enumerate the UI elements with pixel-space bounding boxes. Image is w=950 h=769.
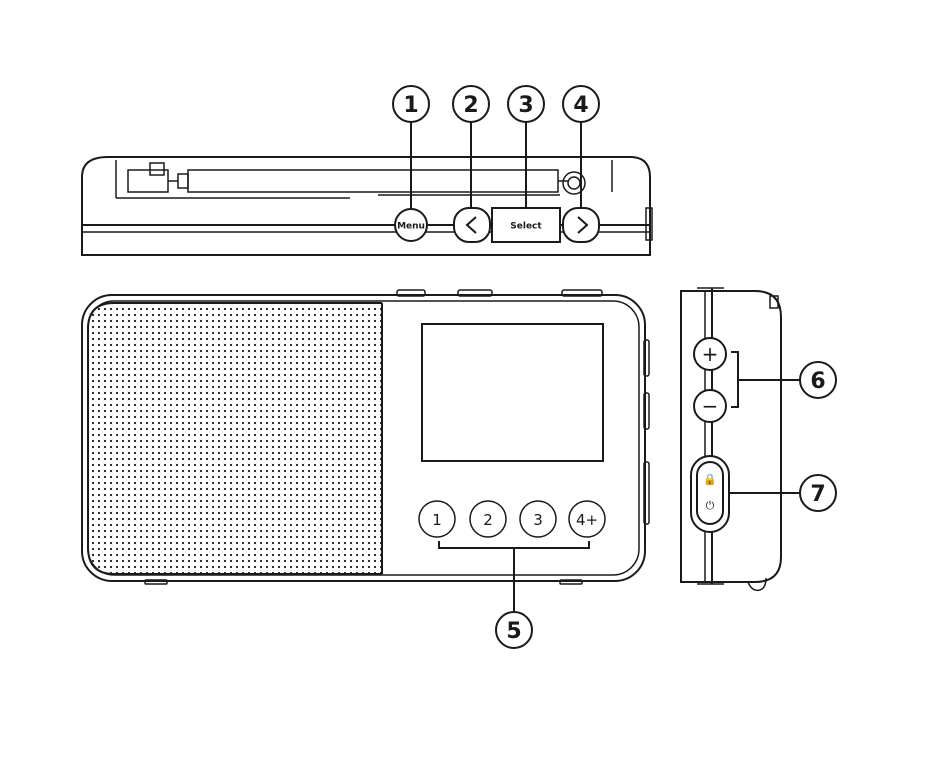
antenna bbox=[128, 163, 585, 194]
menu-button-label: Menu bbox=[397, 222, 425, 232]
next-button[interactable] bbox=[563, 208, 599, 242]
callout-6-number: 6 bbox=[810, 369, 825, 394]
speaker-grille bbox=[88, 303, 382, 574]
preset-button-4[interactable]: 4+ bbox=[569, 501, 605, 537]
menu-button[interactable]: Menu bbox=[395, 209, 427, 241]
lock-icon: 🔒 bbox=[703, 473, 717, 486]
callout-3: 3 bbox=[508, 86, 544, 122]
volume-up-button[interactable]: + bbox=[694, 338, 726, 370]
previous-button[interactable] bbox=[454, 208, 490, 242]
callout-1-number: 1 bbox=[403, 93, 418, 118]
callout-6: 6 bbox=[800, 362, 836, 398]
callout-4-number: 4 bbox=[573, 93, 588, 118]
volume-up-symbol: + bbox=[702, 342, 719, 366]
preset-button-3[interactable]: 3 bbox=[520, 501, 556, 537]
volume-down-symbol: − bbox=[702, 394, 719, 418]
preset-button-2[interactable]: 2 bbox=[470, 501, 506, 537]
side-view: + − 🔒 ⏻ bbox=[681, 288, 781, 590]
callout-5-number: 5 bbox=[506, 619, 521, 644]
volume-down-button[interactable]: − bbox=[694, 390, 726, 422]
preset-label-2: 2 bbox=[483, 511, 493, 529]
display-screen bbox=[422, 324, 603, 461]
front-view: 1 2 3 4+ bbox=[82, 290, 649, 584]
callout-4: 4 bbox=[563, 86, 599, 122]
power-icon: ⏻ bbox=[706, 499, 715, 512]
select-button-label: Select bbox=[510, 222, 542, 232]
select-button[interactable]: Select bbox=[492, 208, 560, 242]
preset-label-3: 3 bbox=[533, 511, 543, 529]
callout-1: 1 bbox=[393, 86, 429, 122]
preset-label-4: 4+ bbox=[576, 511, 598, 529]
top-view: Menu Select bbox=[82, 157, 652, 255]
preset-button-1[interactable]: 1 bbox=[419, 501, 455, 537]
callout-3-number: 3 bbox=[518, 93, 533, 118]
callout-5: 5 bbox=[496, 612, 532, 648]
callout-7-number: 7 bbox=[810, 482, 825, 507]
callout-2: 2 bbox=[453, 86, 489, 122]
preset-label-1: 1 bbox=[432, 511, 442, 529]
callout-2-number: 2 bbox=[463, 93, 478, 118]
power-lock-switch[interactable]: 🔒 ⏻ bbox=[691, 456, 729, 532]
callout-7: 7 bbox=[800, 475, 836, 511]
